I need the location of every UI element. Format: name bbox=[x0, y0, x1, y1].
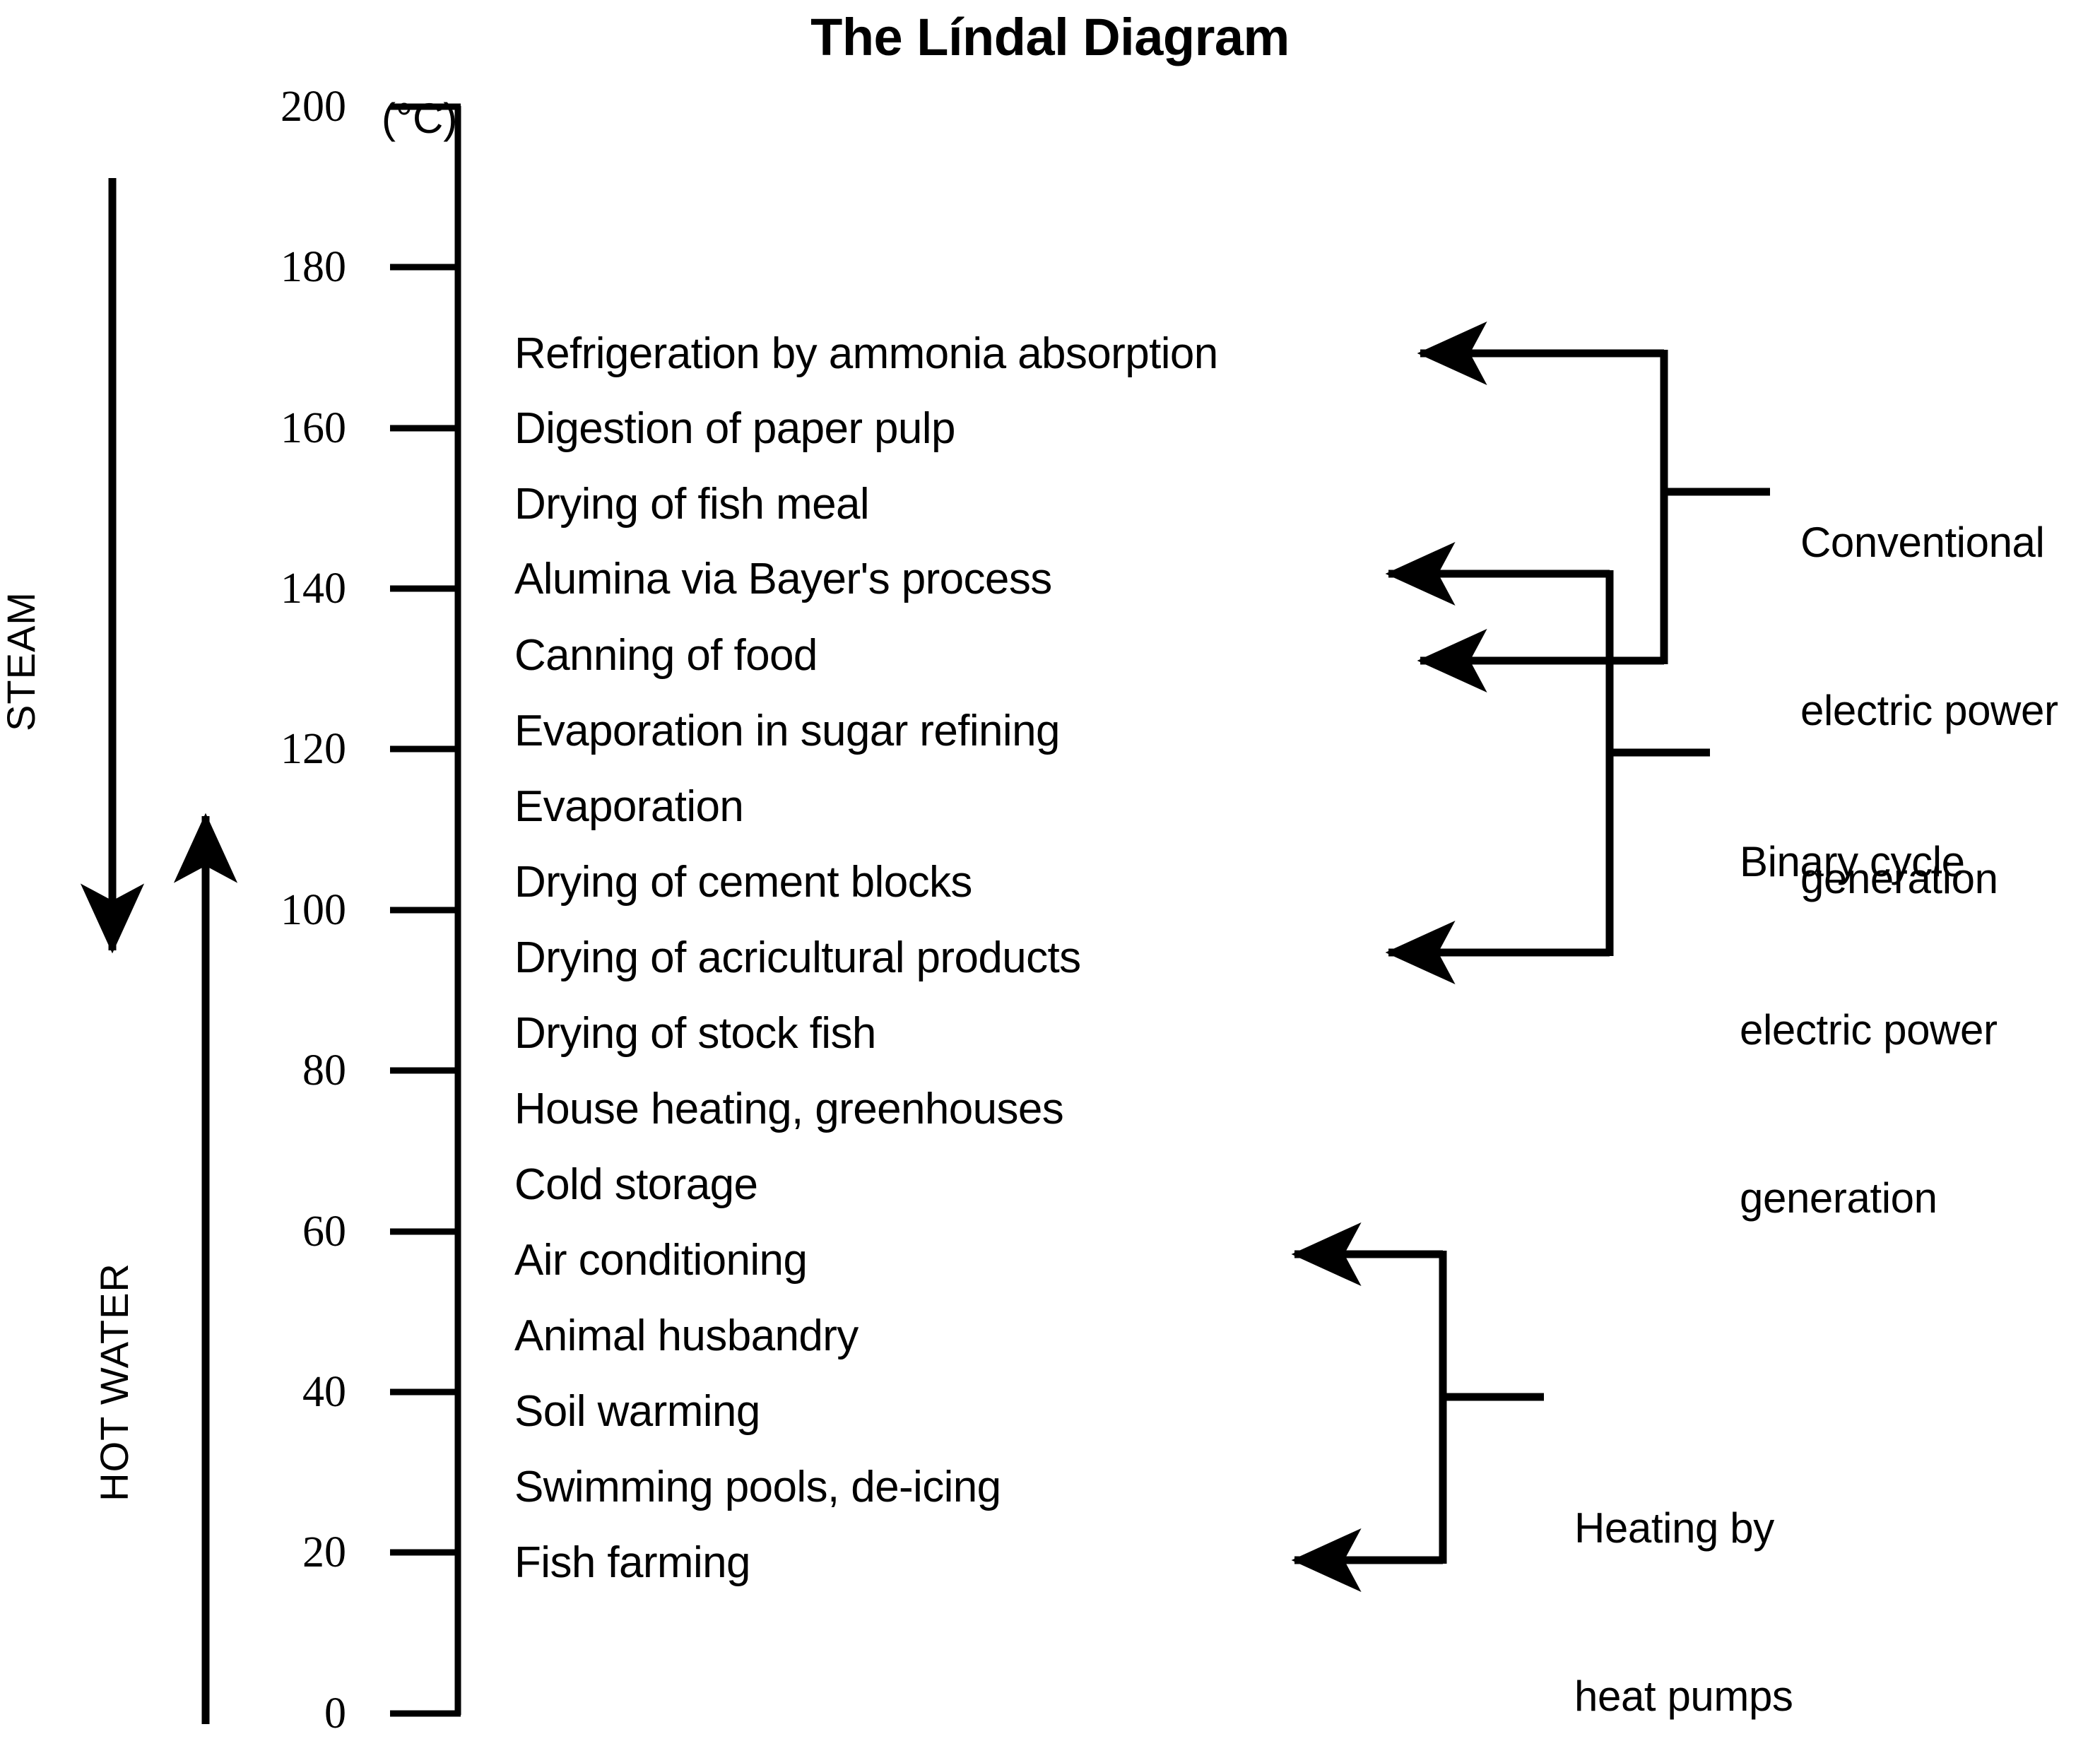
axis-tick-20: 20 bbox=[302, 1528, 346, 1576]
annotation-conventional-line-1: Conventional bbox=[1800, 519, 2045, 567]
axis-tick-120: 120 bbox=[281, 725, 346, 773]
heat-pumps-bracket bbox=[1291, 1222, 1544, 1593]
axis-ticks bbox=[390, 103, 461, 1717]
axis-tick-60: 60 bbox=[302, 1208, 346, 1256]
conventional-bracket bbox=[1417, 321, 1770, 693]
application-label-house-heating-greenhouses: House heating, greenhouses bbox=[514, 1085, 1064, 1133]
axis-tick-100: 100 bbox=[281, 886, 346, 934]
application-label-fish-farming: Fish farming bbox=[514, 1538, 751, 1587]
axis-unit-label: (°C) bbox=[382, 95, 458, 142]
annotation-conventional-line-2: electric power bbox=[1800, 686, 2058, 734]
application-label-swimming-pools-deicing: Swimming pools, de-icing bbox=[514, 1463, 1001, 1511]
annotation-binary-line-3: generation bbox=[1740, 1174, 1937, 1222]
application-label-cold-storage: Cold storage bbox=[514, 1160, 758, 1209]
application-label-acricultural-products: Drying of acricultural products bbox=[514, 933, 1081, 982]
application-label-evaporation: Evaporation bbox=[514, 782, 744, 831]
annotation-binary-cycle-power: Binary cycle electric power generation bbox=[1740, 722, 1998, 1338]
annotation-conventional-power: Conventional electric power generation bbox=[1800, 403, 2058, 1018]
binary-cycle-bracket bbox=[1385, 541, 1710, 985]
application-label-canning-food: Canning of food bbox=[514, 631, 818, 680]
axis-tick-40: 40 bbox=[302, 1368, 346, 1416]
axis-tick-140: 140 bbox=[281, 565, 346, 613]
application-label-cement-blocks: Drying of cement blocks bbox=[514, 858, 972, 907]
application-label-stock-fish: Drying of stock fish bbox=[514, 1009, 876, 1058]
annotation-conventional-line-3: generation bbox=[1800, 854, 1998, 902]
side-label-hot-water: HOT WATER bbox=[92, 1263, 136, 1502]
application-label-sugar-refining: Evaporation in sugar refining bbox=[514, 707, 1060, 755]
axis-tick-180: 180 bbox=[281, 243, 346, 291]
page-title: The Líndal Diagram bbox=[810, 8, 1290, 66]
annotation-binary-line-2: electric power bbox=[1740, 1005, 1998, 1054]
application-label-air-conditioning: Air conditioning bbox=[514, 1236, 808, 1285]
application-label-animal-husbandry: Animal husbandry bbox=[514, 1311, 859, 1360]
annotation-heat-pumps: Heating by heat pumps bbox=[1574, 1388, 1793, 1746]
annotation-heatpumps-line-1: Heating by bbox=[1574, 1504, 1774, 1552]
axis-tick-80: 80 bbox=[302, 1046, 346, 1095]
axis-tick-160: 160 bbox=[281, 404, 346, 452]
annotation-heatpumps-line-2: heat pumps bbox=[1574, 1672, 1793, 1720]
axis-tick-200: 200 bbox=[281, 83, 346, 131]
application-label-alumina-bayer: Alumina via Bayer's process bbox=[514, 555, 1052, 603]
application-label-paper-pulp: Digestion of paper pulp bbox=[514, 404, 955, 453]
application-label-soil-warming: Soil warming bbox=[514, 1387, 760, 1436]
axis-tick-0: 0 bbox=[324, 1689, 346, 1738]
application-label-fish-meal: Drying of fish meal bbox=[514, 480, 870, 529]
side-label-steam: STEAM bbox=[0, 591, 43, 731]
application-label-refrigeration-ammonia: Refrigeration by ammonia absorption bbox=[514, 329, 1218, 378]
annotation-binary-line-1: Binary cycle bbox=[1740, 838, 1965, 886]
